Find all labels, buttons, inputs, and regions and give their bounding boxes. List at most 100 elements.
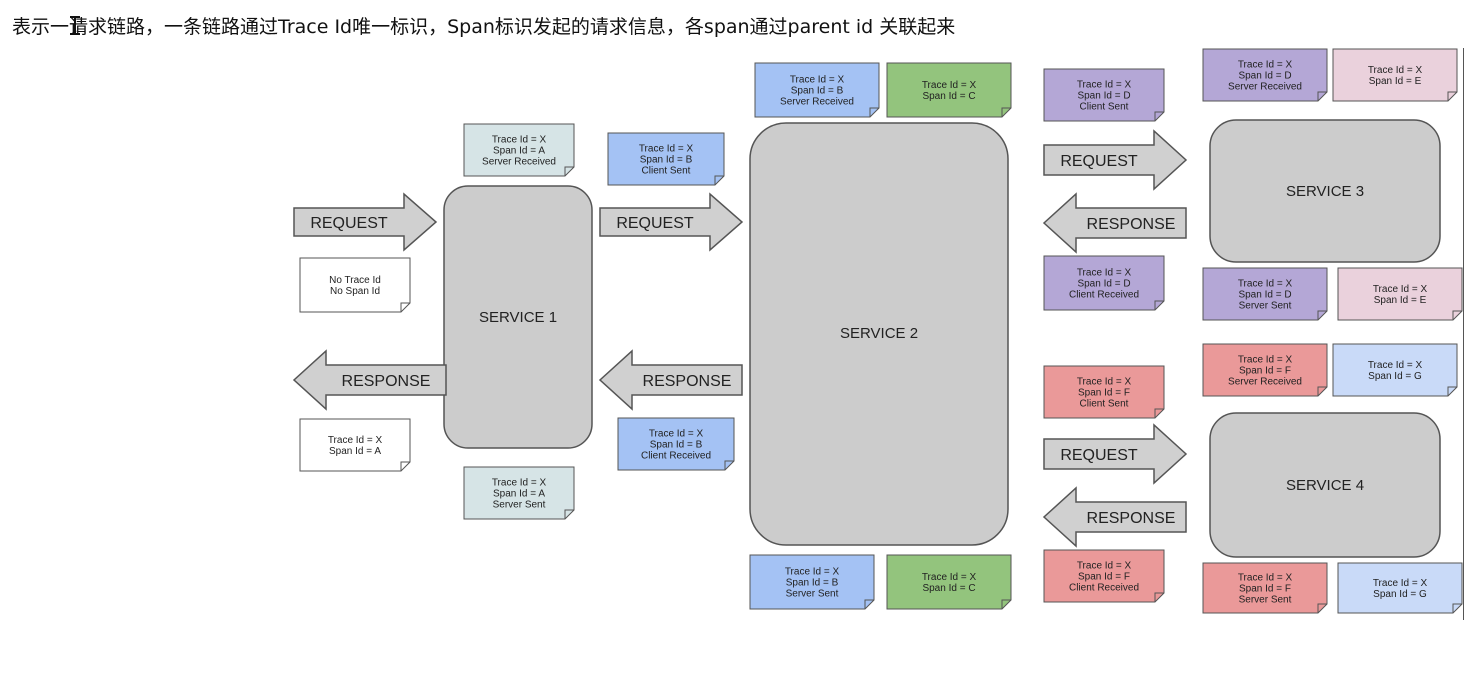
note-line: Span Id = F [1078, 572, 1130, 583]
arrow-response: RESPONSE [598, 349, 743, 411]
arrow-response: RESPONSE [1042, 486, 1187, 548]
note-line: Trace Id = X [639, 144, 694, 155]
folded-corner [1447, 91, 1457, 101]
note-line: Trace Id = X [1238, 355, 1293, 366]
note-line: Server Received [1228, 377, 1302, 388]
arrow-request: REQUEST [1043, 129, 1188, 191]
arrow-shape [1043, 423, 1188, 485]
note-card [886, 554, 1012, 610]
folded-corner [1154, 592, 1164, 602]
service-4: SERVICE 4 [1209, 412, 1441, 558]
note-line: Trace Id = X [492, 478, 547, 489]
note-line: Trace Id = X [785, 567, 840, 578]
folded-corner [1452, 310, 1462, 320]
service-1: SERVICE 1 [443, 185, 593, 449]
note-line: Span Id = B [650, 440, 703, 451]
image-border [1463, 48, 1464, 620]
folded-corner [1447, 386, 1457, 396]
note-line: Trace Id = X [790, 75, 845, 86]
arrow-shape [1042, 486, 1187, 548]
note-line: Trace Id = X [922, 572, 977, 583]
note-line: Trace Id = X [1238, 573, 1293, 584]
note-line: Trace Id = X [1077, 561, 1132, 572]
arrow-label: RESPONSE [1087, 510, 1176, 527]
folded-corner [1452, 603, 1462, 613]
note-line: Server Received [482, 157, 556, 168]
note-line: Server Sent [493, 500, 546, 511]
note-line: Span Id = F [1078, 388, 1130, 399]
note-line: Trace Id = X [1238, 60, 1293, 71]
arrow-response: RESPONSE [1042, 192, 1187, 254]
note-card [1332, 48, 1458, 102]
note-card [617, 417, 735, 471]
note-line: No Trace Id [329, 275, 381, 286]
note-line: Server Sent [1239, 301, 1292, 312]
folded-corner [864, 599, 874, 609]
arrow-label: REQUEST [310, 215, 388, 232]
service-box [1209, 119, 1441, 263]
note-line: Span Id = E [1369, 76, 1422, 87]
arrow-request: REQUEST [293, 192, 438, 252]
arrow-label: REQUEST [1060, 447, 1138, 464]
folded-corner [1317, 603, 1327, 613]
arrow-shape [1043, 129, 1188, 191]
note-line: Span Id = A [329, 446, 381, 457]
note-line: Span Id = E [1374, 295, 1427, 306]
note-card [299, 257, 411, 313]
note-line: Span Id = D [1238, 71, 1291, 82]
arrow-response: RESPONSE [292, 349, 447, 411]
arrow-shape [1042, 192, 1187, 254]
folded-corner [400, 302, 410, 312]
folded-corner [1001, 599, 1011, 609]
note-line: Server Received [1228, 82, 1302, 93]
note-card [1202, 343, 1328, 397]
service-box [1209, 412, 1441, 558]
arrow-label: RESPONSE [342, 373, 431, 390]
note-line: Trace Id = X [1077, 80, 1132, 91]
folded-corner [714, 175, 724, 185]
page-heading: 表示一请求链路，一条链路通过Trace Id唯一标识，Span标识发起的请求信息… [12, 16, 956, 38]
folded-corner [869, 107, 879, 117]
note-line: Trace Id = X [1368, 65, 1423, 76]
folded-corner [1001, 107, 1011, 117]
note-card [1332, 343, 1458, 397]
note-card [1043, 549, 1165, 603]
note-line: Span Id = C [922, 583, 975, 594]
note-card [463, 466, 575, 520]
note-line: Trace Id = X [1077, 377, 1132, 388]
note-line: Server Sent [1239, 595, 1292, 606]
note-line: Span Id = C [922, 91, 975, 102]
note-line: Span Id = D [1238, 290, 1291, 301]
note-line: Client Sent [1080, 102, 1129, 113]
arrow-shape [292, 349, 447, 411]
folded-corner [1317, 310, 1327, 320]
folded-corner [1317, 386, 1327, 396]
note-card [1337, 562, 1463, 614]
note-card [1202, 267, 1328, 321]
note-line: Span Id = B [640, 155, 693, 166]
arrow-shape [293, 192, 438, 252]
note-line: Span Id = B [786, 578, 839, 589]
arrow-shape [599, 192, 744, 252]
note-line: Trace Id = X [1238, 279, 1293, 290]
note-line: Trace Id = X [922, 80, 977, 91]
folded-corner [1154, 300, 1164, 310]
note-line: Server Received [780, 97, 854, 108]
arrow-request: REQUEST [599, 192, 744, 252]
folded-corner [564, 509, 574, 519]
folded-corner [1317, 91, 1327, 101]
